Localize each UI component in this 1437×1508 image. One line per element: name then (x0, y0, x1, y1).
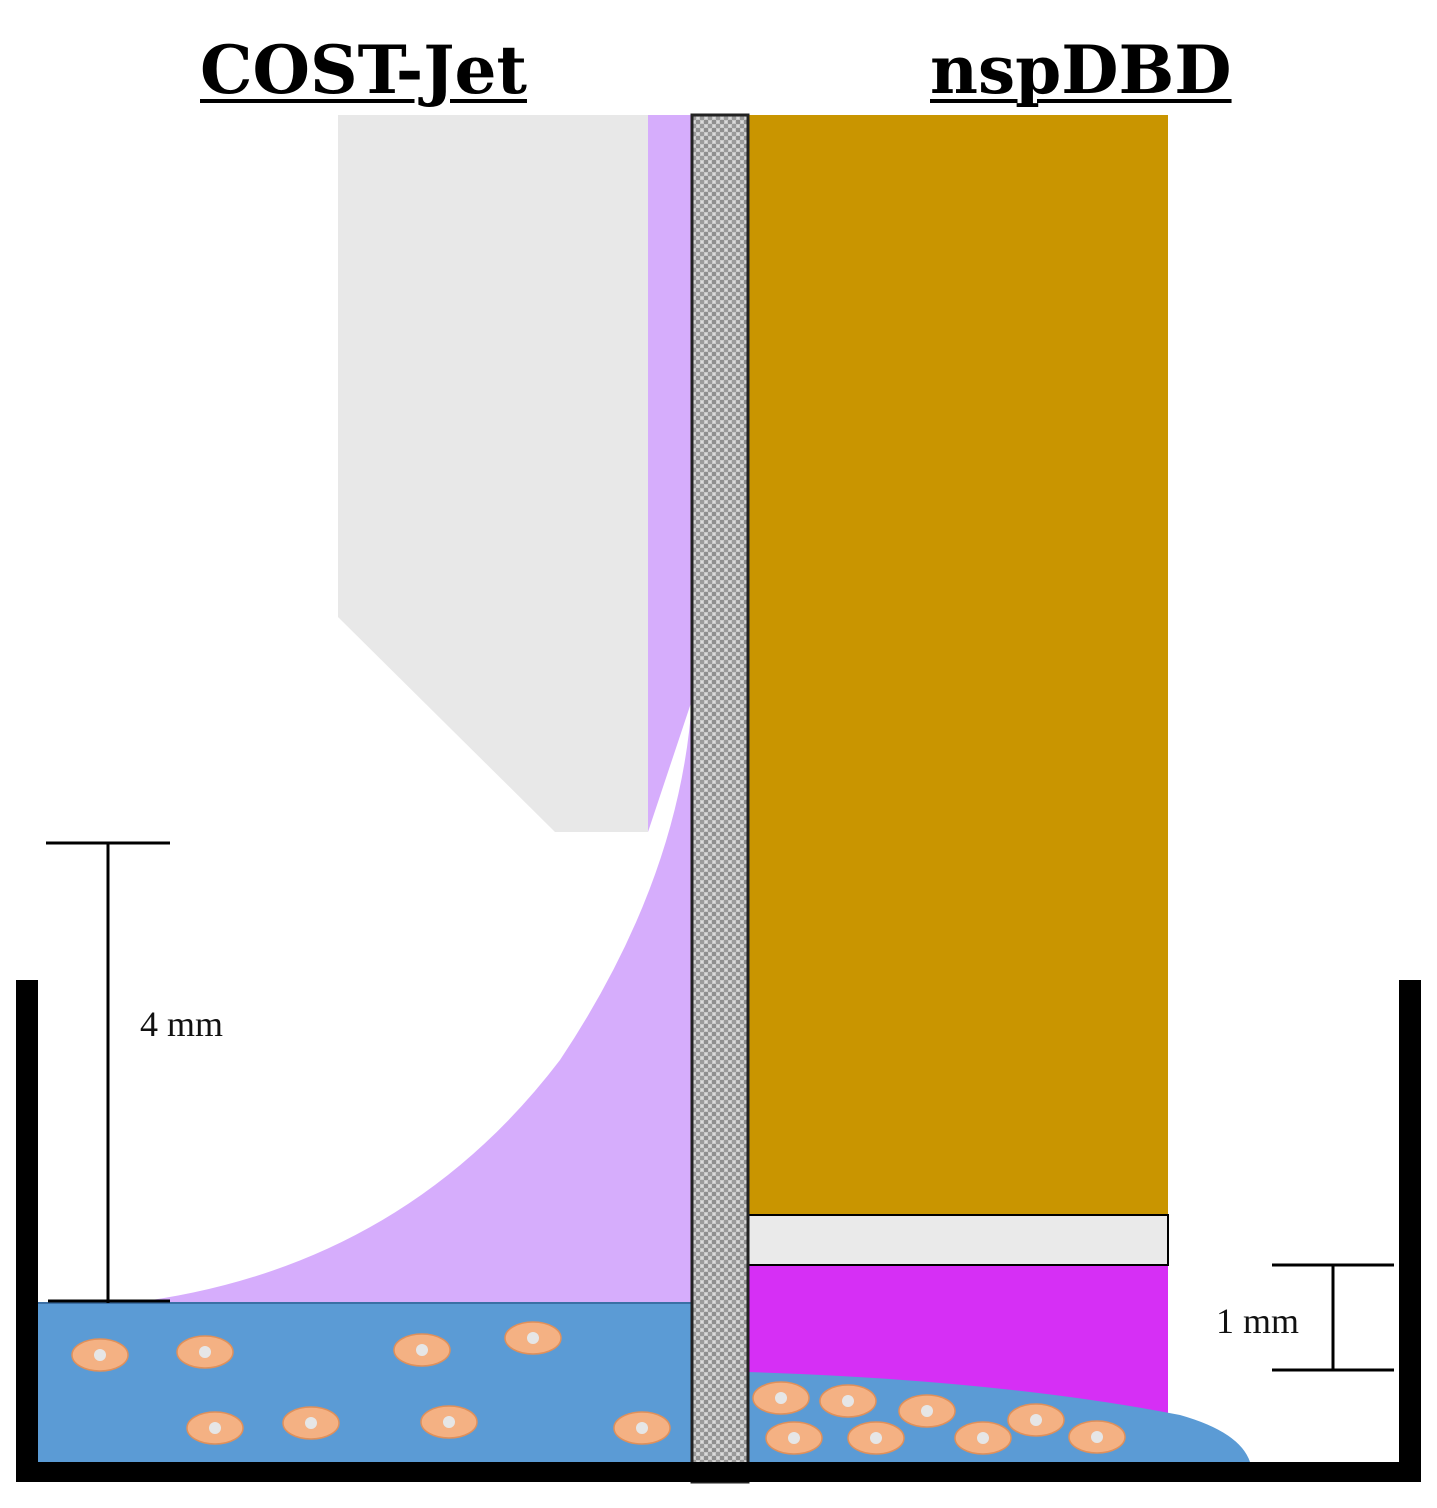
cell-nucleus (977, 1432, 989, 1444)
cost-jet-title: COST-Jet (200, 31, 527, 109)
cell-nucleus (636, 1422, 648, 1434)
cell-nucleus (1091, 1431, 1103, 1443)
dish-right-wall (1399, 980, 1421, 1482)
jet-housing (338, 115, 648, 832)
cell-nucleus (788, 1432, 800, 1444)
dimension-4mm-label: 4 mm (140, 1004, 224, 1044)
cell-nucleus (305, 1417, 317, 1429)
dbd-dielectric (747, 1214, 1169, 1266)
cell-nucleus (842, 1395, 854, 1407)
cell-nucleus (870, 1432, 882, 1444)
cell-nucleus (527, 1332, 539, 1344)
dimension-4mm-marker (46, 841, 170, 1303)
cell-nucleus (416, 1344, 428, 1356)
cell-nucleus (443, 1416, 455, 1428)
dimension-1mm-label: 1 mm (1216, 1301, 1300, 1341)
petri-dish (16, 980, 1421, 1482)
cell-nucleus (94, 1349, 106, 1361)
jet-liquid-layer (38, 1303, 692, 1462)
dbd-electrode (748, 115, 1168, 1215)
cell-nucleus (775, 1392, 787, 1404)
cell-nucleus (199, 1346, 211, 1358)
cell-nucleus (1030, 1414, 1042, 1426)
cell-nucleus (209, 1422, 221, 1434)
dish-bottom (16, 1462, 1421, 1482)
dish-left-wall (16, 980, 38, 1482)
cell-nucleus (921, 1405, 933, 1417)
nspdbd-title: nspDBD (930, 31, 1232, 109)
dimension-1mm-marker (1272, 1263, 1394, 1372)
cells-group (71, 1321, 1126, 1455)
jet-plasma-effluent (130, 115, 692, 1303)
center-divider (690, 113, 750, 1484)
